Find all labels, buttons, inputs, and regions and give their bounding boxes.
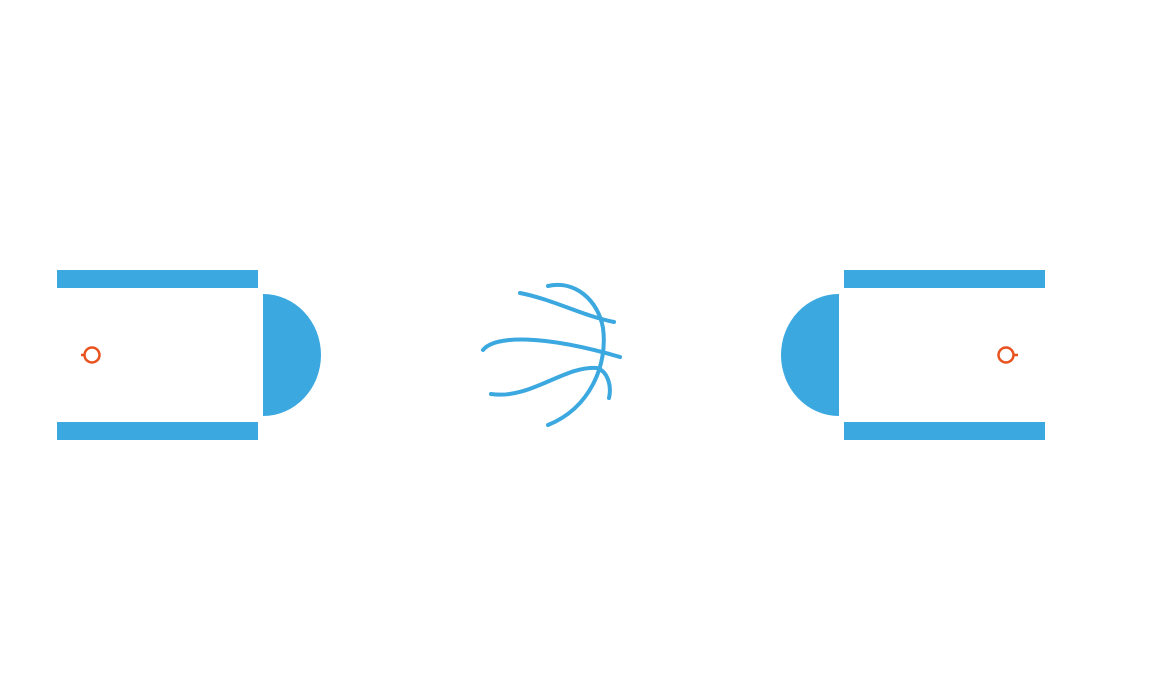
right-key-icon [781, 270, 1045, 440]
right-hoop-icon [997, 346, 1018, 364]
left-key-icon [57, 270, 321, 440]
right-key-bottom-bar [844, 422, 1045, 440]
left-key-bottom-bar [57, 422, 258, 440]
right-key-top-bar [844, 270, 1045, 288]
basketball-icon [481, 282, 622, 427]
left-key-top-bar [57, 270, 258, 288]
left-hoop-icon [81, 346, 101, 364]
left-free-throw-arc [263, 294, 321, 416]
right-free-throw-arc [781, 294, 839, 416]
